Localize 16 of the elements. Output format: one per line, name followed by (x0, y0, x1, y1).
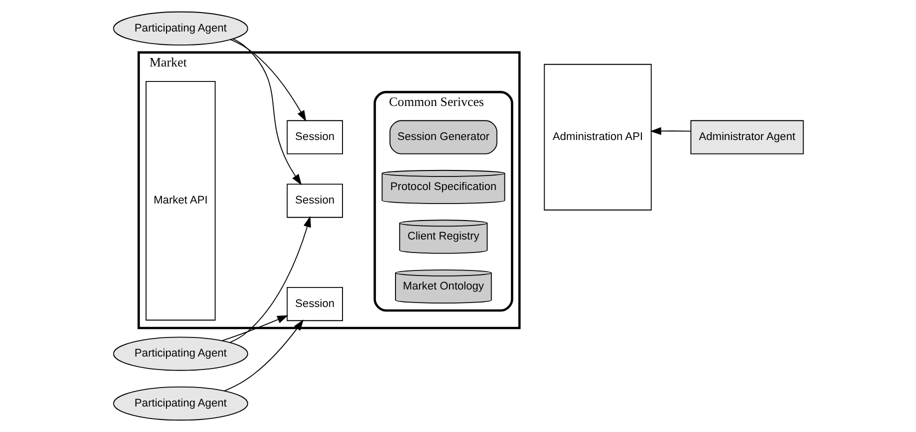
node-box: Session Generator (389, 120, 497, 154)
node-ellipse: Participating Agent (112, 336, 248, 371)
node-box: Session (286, 184, 342, 218)
node-box: Session (286, 120, 342, 154)
arrow (230, 39, 306, 122)
node-ellipse: Participating Agent (112, 11, 248, 46)
node-box: Session (286, 286, 342, 322)
arrow (223, 320, 304, 392)
node-box: Market API (145, 80, 216, 321)
node-box: Administrator Agent (690, 120, 804, 154)
node-box: Administration API (543, 64, 652, 210)
arrow (229, 216, 310, 343)
node-ellipse: Participating Agent (112, 386, 248, 421)
arrow (650, 127, 691, 135)
arrow (221, 315, 288, 342)
arrow (232, 38, 302, 186)
